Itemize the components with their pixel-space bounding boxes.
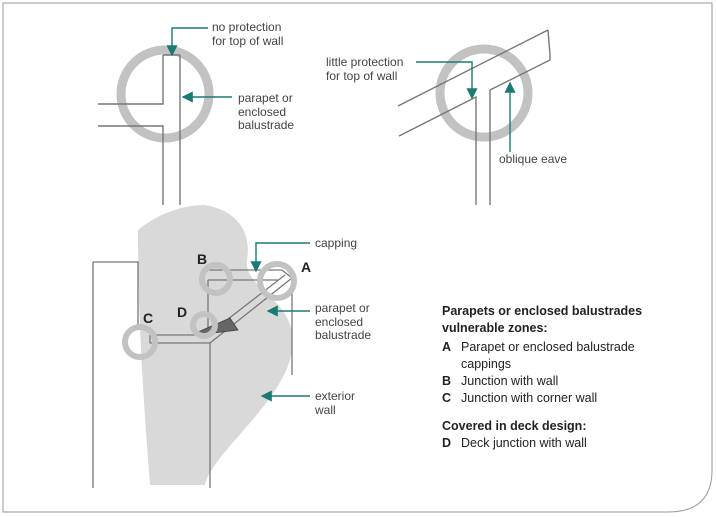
zone-letter-c: C: [143, 310, 154, 326]
zone-letter-d: D: [177, 304, 188, 320]
key-heading-2: Covered in deck design:: [442, 419, 587, 433]
zone-letter-a: A: [301, 259, 312, 275]
callout-arrows: [166, 27, 516, 402]
zone-letter-b: B: [197, 251, 208, 267]
balustrade-view: [92, 205, 297, 488]
oblique-eave-label: oblique eave: [499, 152, 568, 166]
parapet-detail: [98, 45, 214, 205]
capping-label: capping: [315, 236, 358, 250]
eave-detail: [397, 29, 551, 205]
